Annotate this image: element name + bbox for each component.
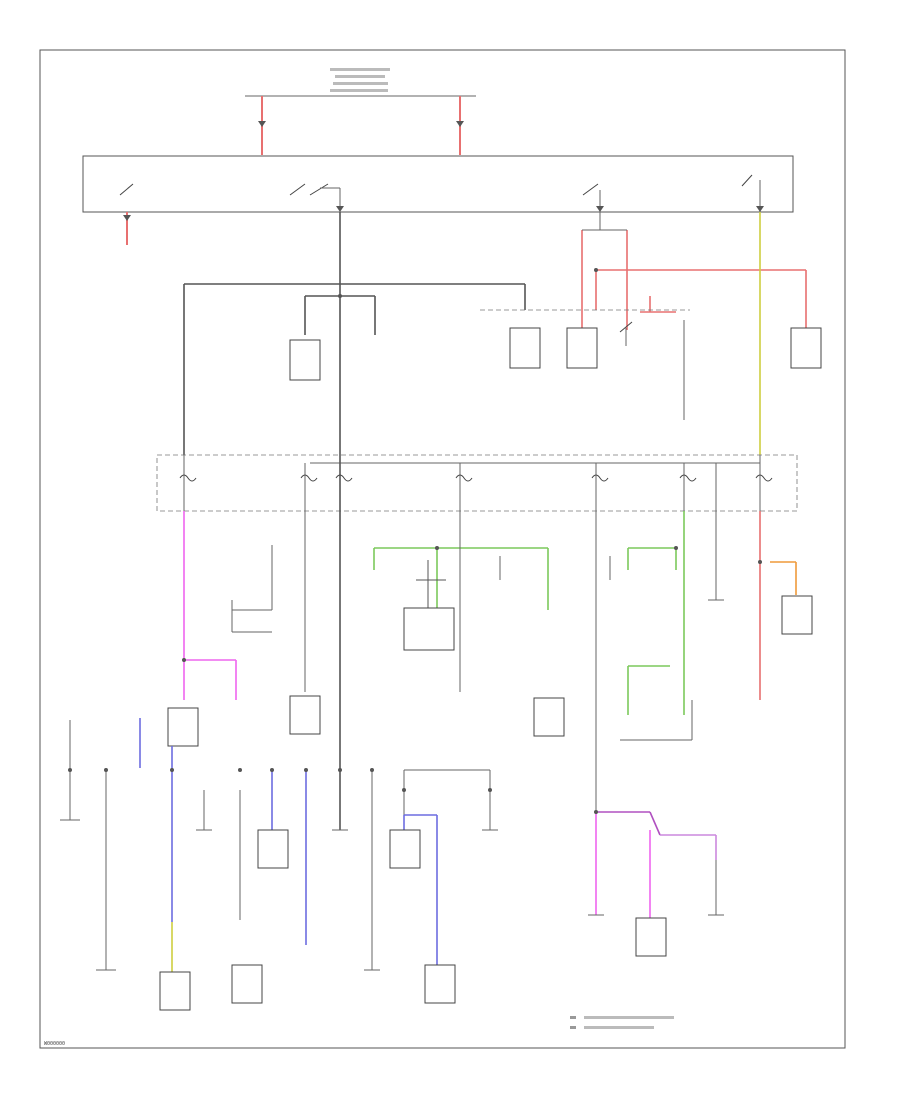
component-box-left-mid-2 — [289, 695, 321, 735]
connector-ign-center — [336, 206, 344, 212]
splice-dots — [68, 268, 762, 814]
component-box-lower-2 — [389, 829, 421, 869]
diagram-code: W000000 — [44, 1041, 65, 1047]
violet-circuit-lower-right — [595, 811, 717, 920]
connector-left — [258, 121, 266, 127]
connector-ign-right — [596, 206, 604, 212]
component-box-upper-1 — [289, 339, 321, 381]
fuse-symbols — [179, 474, 773, 482]
green-circuit-right — [627, 511, 685, 715]
connector-right — [456, 121, 464, 127]
main-feed-bus — [183, 212, 690, 455]
component-box-center-lower — [403, 607, 455, 651]
blue-circuits — [139, 718, 438, 965]
ignition-switch-box — [82, 155, 794, 213]
component-box-left-mid-1 — [167, 707, 199, 747]
component-box-right-mid — [781, 595, 813, 635]
component-box-bottom-3 — [424, 964, 456, 1004]
connector-ign-far-right — [756, 206, 764, 212]
component-box-bottom-2 — [231, 964, 263, 1004]
pink-circuit-left — [183, 511, 237, 700]
battery-label — [330, 68, 390, 92]
relay-upper-right — [619, 321, 633, 346]
component-box-upper-3 — [566, 327, 598, 369]
diagram-frame — [39, 49, 846, 1049]
component-box-bottom-1 — [159, 971, 191, 1011]
component-box-lower-3 — [635, 917, 667, 957]
fuse-block-wiring — [183, 455, 761, 511]
ground-ticks — [60, 599, 724, 971]
connector-ign-left — [123, 215, 131, 221]
component-box-center-mid — [533, 697, 565, 737]
orange-circuit-right — [770, 561, 797, 595]
component-box-upper-4 — [790, 327, 822, 369]
green-circuit-center — [373, 547, 549, 610]
ignition-switch-contacts — [119, 174, 761, 212]
red-circuit-upper-right — [581, 212, 807, 330]
fuse-block — [156, 454, 798, 512]
component-box-upper-2 — [509, 327, 541, 369]
gray-branches — [69, 511, 717, 970]
legend — [570, 1016, 674, 1029]
component-box-lower-1 — [257, 829, 289, 869]
